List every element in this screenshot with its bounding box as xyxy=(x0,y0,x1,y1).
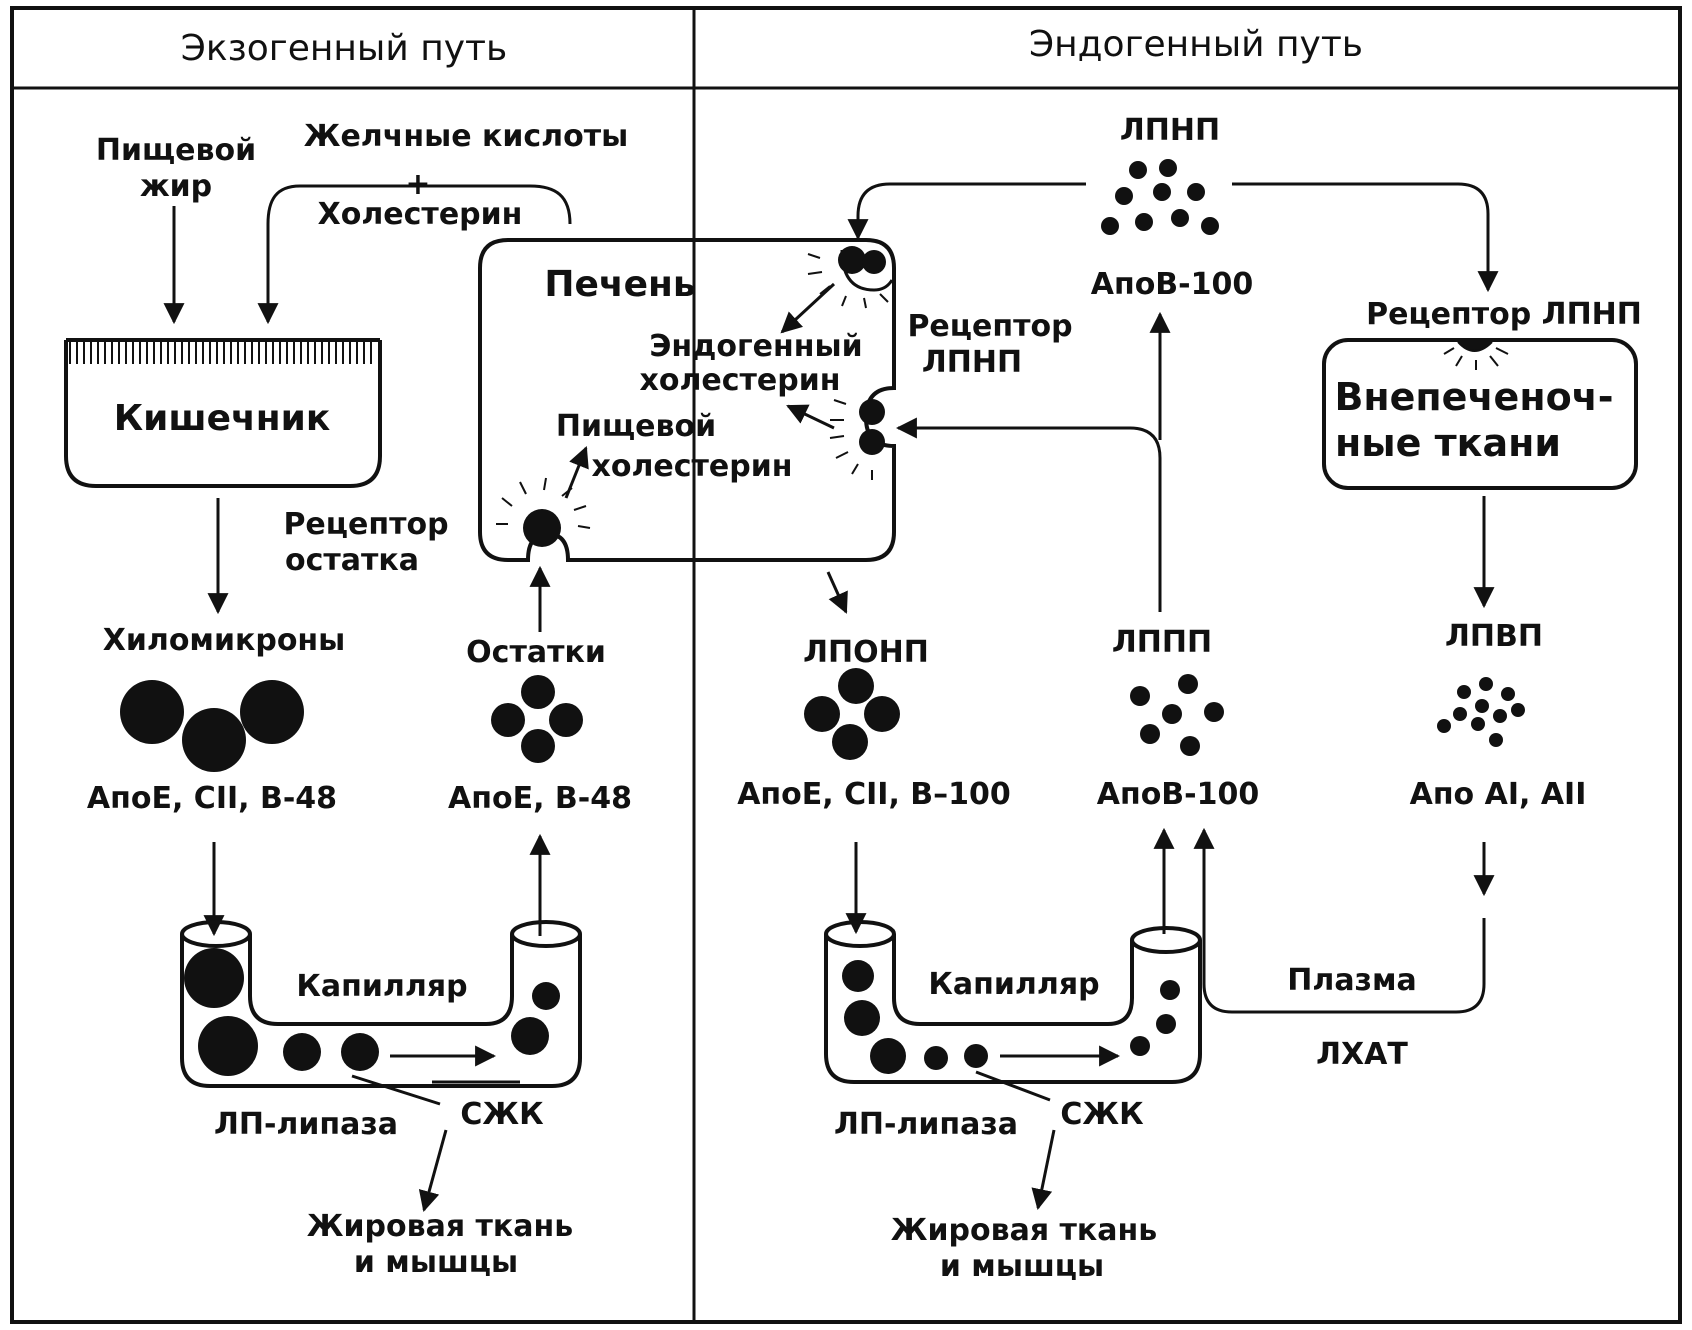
capillary-label-exogenous: Капилляр xyxy=(296,969,467,1004)
lcat-label: ЛХАТ xyxy=(1316,1037,1408,1072)
arrow-ffa-to-adipose-endogenous xyxy=(1031,1129,1056,1211)
remnant-particles xyxy=(491,675,583,763)
remnant-receptor-label-2: остатка xyxy=(285,543,419,578)
capillary-particles-endogenous xyxy=(842,960,1180,1074)
chylomicron-particles xyxy=(120,680,304,772)
extrahepatic-label-2: ные ткани xyxy=(1335,421,1561,465)
extrahepatic-label-1: Внепеченоч- xyxy=(1334,375,1613,419)
cholesterol-label: Холестерин xyxy=(318,197,523,232)
dietary-chol-label-2: холестерин xyxy=(591,449,792,484)
extrahepatic-tissues: Внепеченоч- ные ткани xyxy=(1322,338,1638,490)
intestine: Кишечник xyxy=(64,338,382,488)
arrow-side-pit-to-liver xyxy=(786,404,835,430)
vldl-apo-label: АпоЕ, CII, B–100 xyxy=(737,777,1011,812)
plasma-label: Плазма xyxy=(1287,963,1417,998)
idl-particles xyxy=(1130,674,1224,756)
arrow-bile-to-intestine xyxy=(257,184,572,325)
idl-apo-label: АпоB-100 xyxy=(1097,777,1260,812)
tissue-ldl-receptor-pit xyxy=(1443,341,1509,370)
adipose-label-endogenous-2: и мышцы xyxy=(940,1249,1104,1284)
arrow-ffa-to-adipose-exogenous xyxy=(418,1129,448,1213)
chylomicrons-apo-label: АпоЕ, CII, B-48 xyxy=(87,781,337,816)
frame xyxy=(10,6,1682,1324)
arrow-pit-to-endogenous-chol xyxy=(780,282,836,334)
lp-lipase-label-exogenous: ЛП-липаза xyxy=(214,1107,398,1142)
header-exogenous: Экзогенный путь xyxy=(181,28,507,69)
endogenous-pathway: ЛПНП АпоB-100 Рецептор ЛПНП Рецептор ЛПН… xyxy=(737,113,1642,1284)
remnant-receptor-label-1: Рецептор xyxy=(283,507,448,542)
remnant-receptor-pit xyxy=(496,477,591,547)
hdl-particles xyxy=(1437,677,1525,747)
remnants-apo-label: АпоЕ, B-48 xyxy=(448,781,632,816)
arrow-idl-to-liver xyxy=(895,417,1162,612)
ldl-receptor-liver-label-1: Рецептор xyxy=(907,309,1072,344)
ffa-label-endogenous: СЖК xyxy=(1060,1097,1144,1132)
bile-acids-label: Желчные кислоты xyxy=(304,119,629,154)
capillary-endogenous xyxy=(824,920,1202,1084)
capillary-label-endogenous: Капилляр xyxy=(928,967,1099,1002)
lipase-pointer-exogenous xyxy=(351,1074,441,1106)
chylomicrons-label: Хиломикроны xyxy=(103,623,346,658)
liver: Печень Эндогенный холестерин xyxy=(478,238,896,562)
arrow-ldl-to-tissue xyxy=(1232,182,1499,293)
hdl-apo-label: Апо AI, AII xyxy=(1410,777,1587,812)
vldl-particles xyxy=(804,668,900,760)
ldl-receptor-pit-top xyxy=(807,246,894,309)
intestinal-villi xyxy=(69,340,372,364)
ldl-top-apo-label: АпоB-100 xyxy=(1091,267,1254,302)
lipase-pointer-endogenous xyxy=(975,1070,1051,1102)
arrow-ldl-to-liver xyxy=(847,182,1086,241)
intestine-label: Кишечник xyxy=(114,398,331,439)
capillary-particles-exogenous xyxy=(184,948,560,1076)
adipose-label-exogenous-1: Жировая ткань xyxy=(307,1209,573,1244)
remnants-label: Остатки xyxy=(466,635,606,670)
adipose-label-endogenous-1: Жировая ткань xyxy=(891,1213,1157,1248)
arrow-remnant-to-dietary-chol xyxy=(564,446,589,499)
exogenous-pathway: Пищевой жир Желчные кислоты + Холестерин… xyxy=(64,119,632,1280)
ldl-top-label: ЛПНП xyxy=(1120,113,1220,148)
hdl-label: ЛПВП xyxy=(1445,619,1543,654)
endogenous-chol-label-1: Эндогенный xyxy=(649,329,862,364)
lp-lipase-label-endogenous: ЛП-липаза xyxy=(834,1107,1018,1142)
dietary-chol-label-1: Пищевой xyxy=(556,409,716,444)
ffa-label-exogenous: СЖК xyxy=(460,1097,544,1132)
ldl-receptor-liver-label-2: ЛПНП xyxy=(922,345,1022,380)
arrow-plasma-loop xyxy=(1193,827,1486,1014)
dietary-fat-label-2: жир xyxy=(140,169,212,204)
arrow-liver-to-vldl xyxy=(826,571,848,614)
endogenous-chol-label-2: холестерин xyxy=(639,363,840,398)
dietary-fat-label-1: Пищевой xyxy=(96,133,256,168)
idl-label: ЛППП xyxy=(1112,625,1212,660)
ldl-receptor-tissue-label: Рецептор ЛПНП xyxy=(1366,297,1642,332)
header-endogenous: Эндогенный путь xyxy=(1029,24,1363,65)
vldl-label: ЛПОНП xyxy=(803,635,929,670)
adipose-label-exogenous-2: и мышцы xyxy=(354,1245,518,1280)
ldl-receptor-pit-side xyxy=(829,399,885,480)
ldl-particles-top xyxy=(1101,159,1219,235)
liver-label: Печень xyxy=(544,264,695,305)
